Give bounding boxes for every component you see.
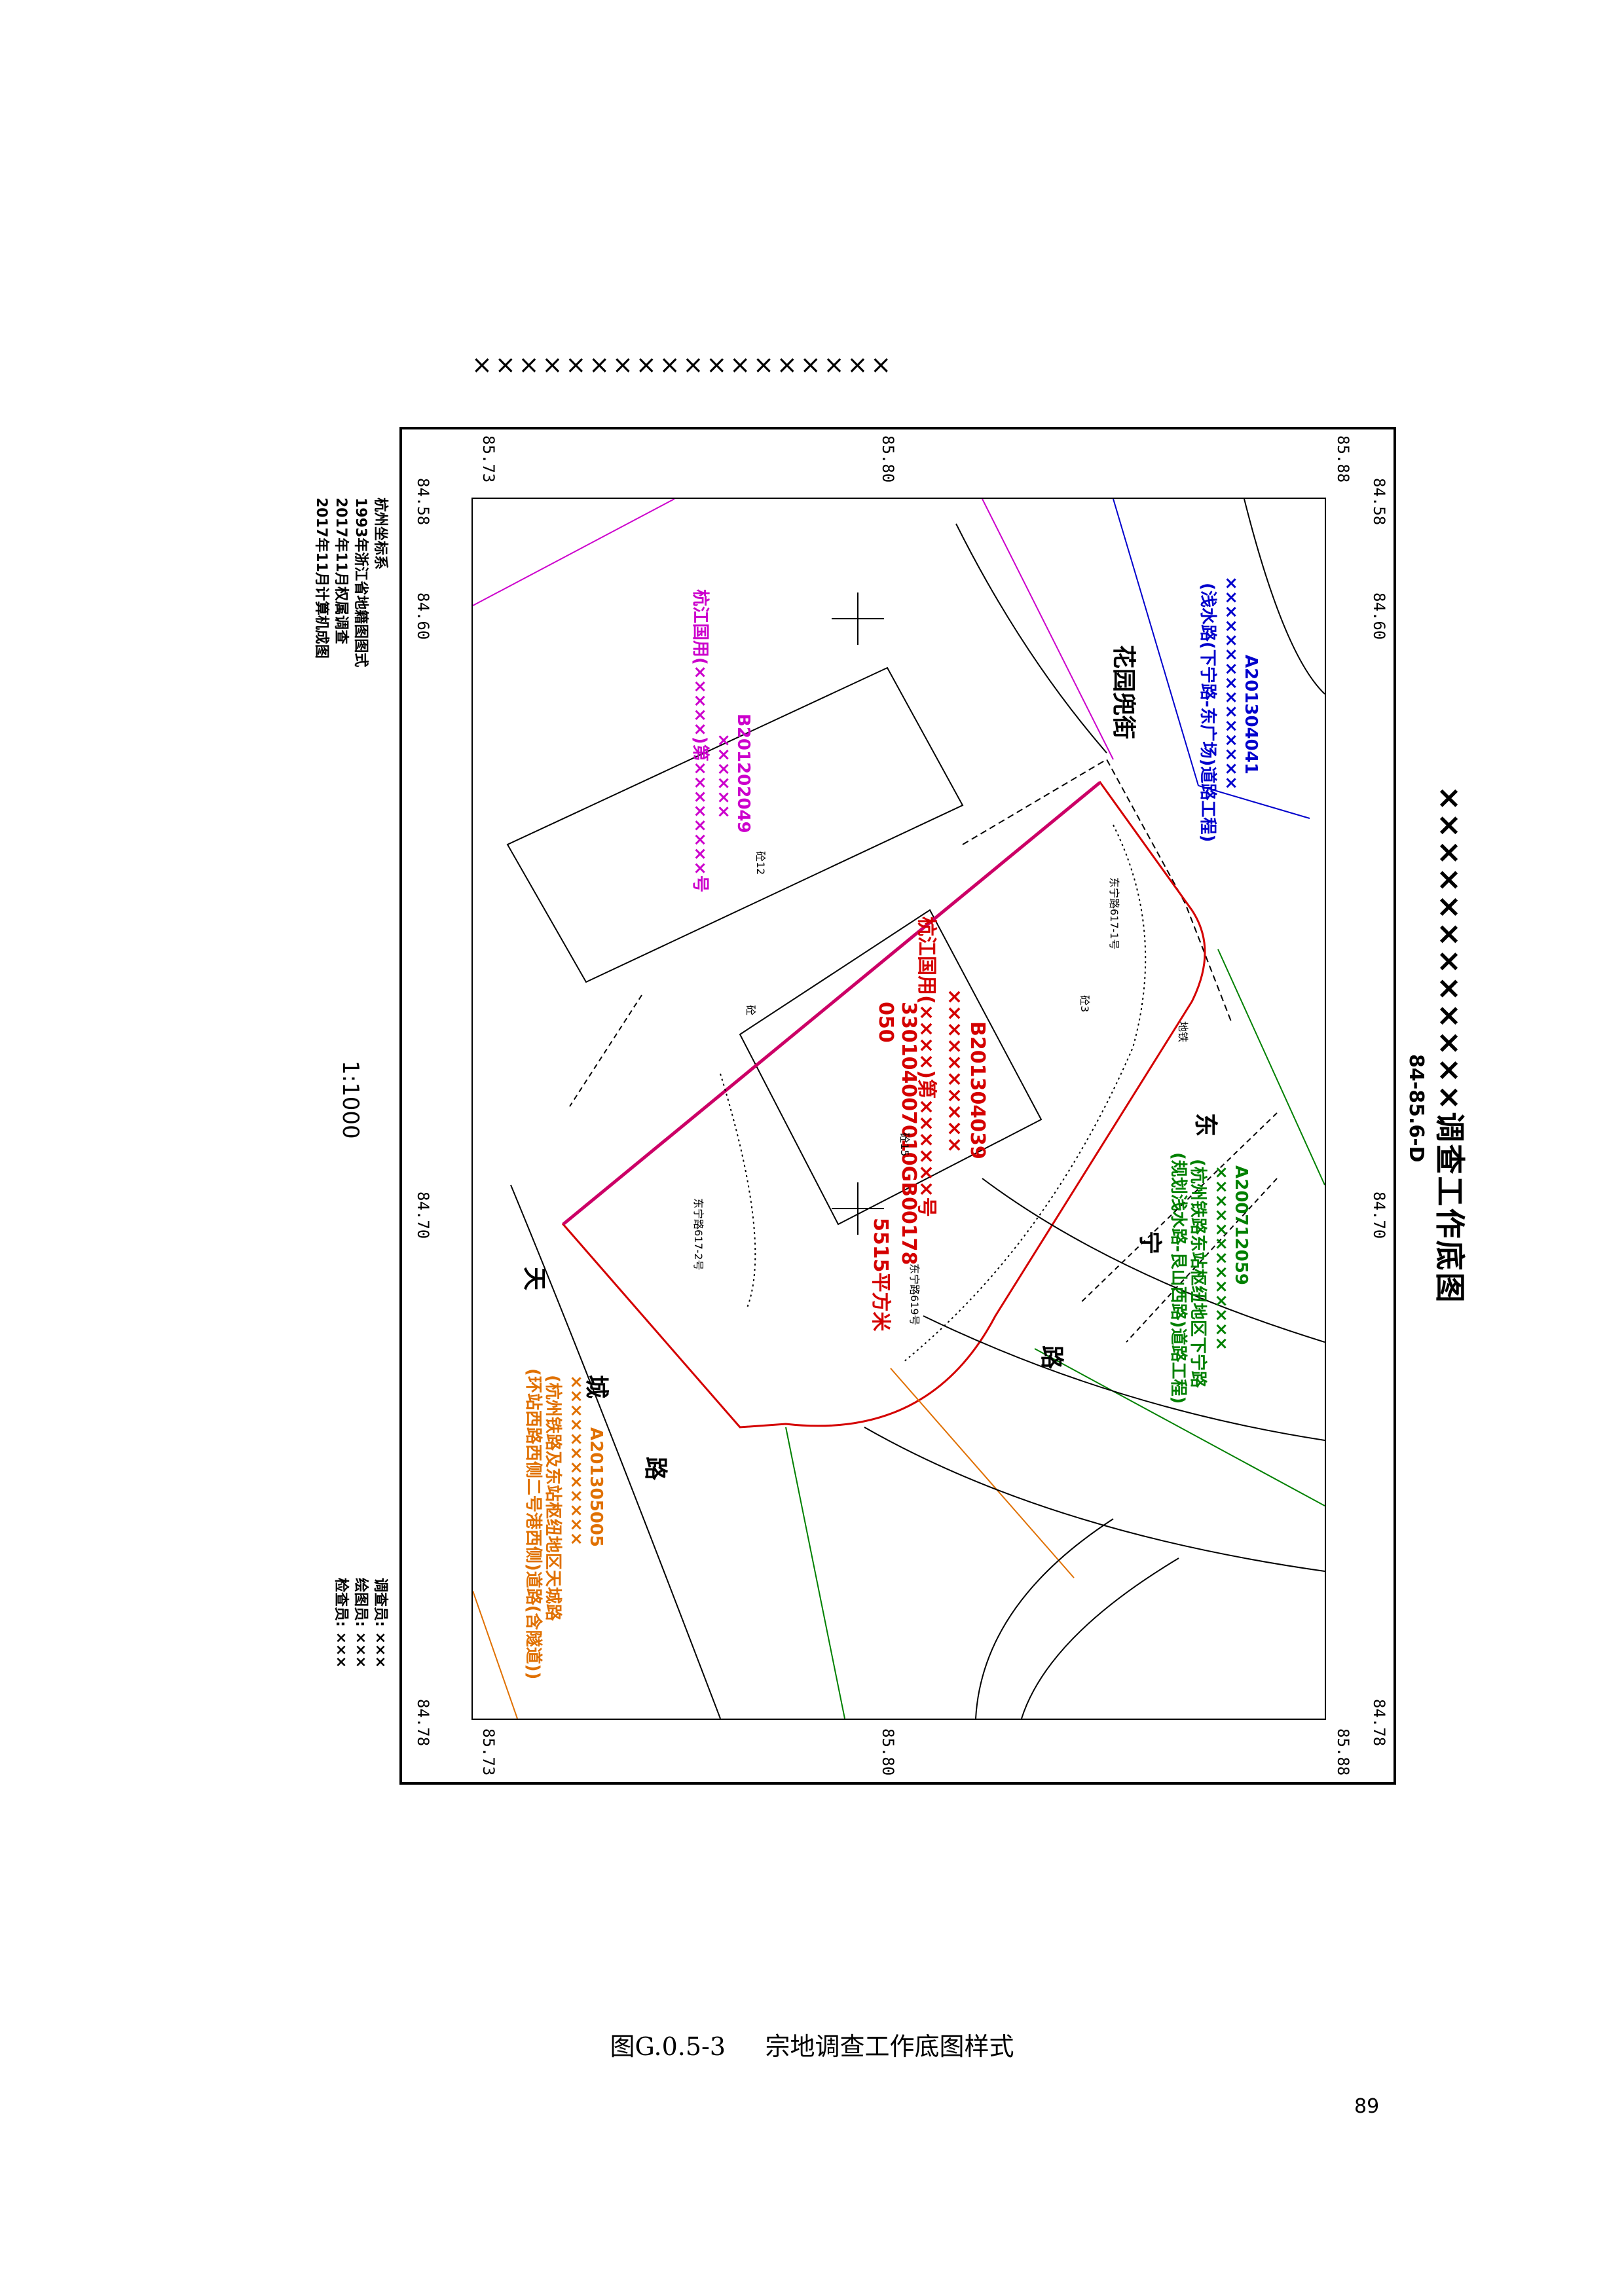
magenta-parcel-mask: ×××××× bbox=[714, 733, 733, 819]
page-number: 89 bbox=[1354, 2095, 1380, 2118]
coord-left-top: 84.58 bbox=[414, 478, 432, 526]
map-outer-frame bbox=[399, 427, 1396, 1785]
orange-parcel-mask: ×××××××××××× bbox=[566, 1375, 586, 1546]
building-12 bbox=[506, 666, 964, 983]
coord-right-60: 84.60 bbox=[1370, 592, 1388, 640]
coord-right-bottom: 84.78 bbox=[1370, 1699, 1388, 1747]
building-15 bbox=[739, 909, 1043, 1226]
coord-right-top: 84.58 bbox=[1370, 478, 1388, 526]
orange-parcel-desc2: (环站西路西侧二号港西侧)道路(含隧道)) bbox=[523, 1368, 543, 1680]
coord-bottom-right: 85.88 bbox=[1334, 1728, 1352, 1776]
main-parcel-no: B201304039 bbox=[966, 1021, 989, 1159]
map-scale: 1:1000 bbox=[337, 1061, 363, 1139]
figure-title: 宗地调查工作底图样式 bbox=[765, 2032, 1014, 2061]
map-inner-frame bbox=[471, 498, 1326, 1720]
street-ning: 宁 bbox=[1136, 1231, 1163, 1255]
sheet-number: 84-85.6-D bbox=[1405, 1054, 1428, 1163]
magenta-boundary-top bbox=[473, 499, 675, 606]
info-left-1: 1993年浙江省地籍图图式 bbox=[352, 498, 369, 668]
staff-row-2: 检查员: ××× bbox=[333, 1578, 349, 1668]
main-parcel-boundary bbox=[561, 780, 1206, 1429]
label-road2: 砼 bbox=[745, 1005, 757, 1016]
coord-bottom-mid: 85.80 bbox=[879, 1728, 897, 1776]
coord-bottom-left: 85.73 bbox=[479, 1728, 498, 1776]
label-addr2: 东宁路617-2号 bbox=[692, 1198, 705, 1271]
coord-left-60: 84.60 bbox=[414, 592, 432, 640]
magenta-boundary-right bbox=[982, 499, 1114, 760]
header-mask-text: ×××××××××××××××××× bbox=[471, 350, 895, 379]
figure-caption: 图G.0.5-3 宗地调查工作底图样式 bbox=[0, 2026, 1624, 2062]
label-addr3: 东宁路619号 bbox=[908, 1264, 921, 1326]
blue-parcel-mask: ××××××××××××××× bbox=[1221, 576, 1241, 790]
street-tian: 天 bbox=[521, 1267, 547, 1291]
blue-parcel-no: A201304041 bbox=[1241, 655, 1261, 774]
coord-right-70: 84.70 bbox=[1370, 1192, 1388, 1239]
label-bld15: 砼15 bbox=[898, 1133, 911, 1157]
label-road1: 地铁 bbox=[1177, 1021, 1189, 1043]
label-addr1: 东宁路617-1号 bbox=[1108, 877, 1120, 950]
main-parcel-north-edge bbox=[562, 781, 1101, 1226]
green-parcel-mask: ××××××××××××× bbox=[1211, 1165, 1231, 1351]
coord-top-left: 85.73 bbox=[479, 435, 498, 483]
staff-row-0: 调查员: ××× bbox=[372, 1578, 388, 1668]
staff-row-1: 绘图员: ××× bbox=[352, 1578, 369, 1668]
label-bld3: 砼3 bbox=[1079, 995, 1091, 1013]
info-left-3: 2017年11月计算机成图 bbox=[313, 498, 329, 659]
main-parcel-area: 5515平方米 bbox=[869, 1218, 892, 1332]
street-huayuandou: 花园兜街 bbox=[1110, 645, 1137, 740]
coord-left-70: 84.70 bbox=[414, 1192, 432, 1239]
blue-parcel-desc: (浅水路(下宁路-东广场)道路工程) bbox=[1198, 583, 1217, 843]
grid-crosses bbox=[832, 592, 884, 1235]
street-lu-2: 路 bbox=[642, 1457, 669, 1481]
main-parcel-code2: 050 bbox=[874, 1002, 897, 1043]
label-bld12: 砼12 bbox=[754, 851, 767, 875]
street-dong: 东 bbox=[1192, 1113, 1219, 1137]
road-dashed-1 bbox=[962, 758, 1232, 1022]
coord-left-bottom: 84.78 bbox=[414, 1699, 432, 1747]
coord-top-mid: 85.80 bbox=[879, 435, 897, 483]
figure-number: 图G.0.5-3 bbox=[610, 2032, 726, 2061]
green-parcel-desc2: (规划浅水路-艮山西路)道路工程) bbox=[1168, 1152, 1188, 1404]
coord-top-right: 85.88 bbox=[1334, 435, 1352, 483]
street-cheng: 城 bbox=[583, 1375, 610, 1399]
orange-parcel-no: A201305005 bbox=[586, 1427, 606, 1547]
main-parcel-mask: ×××××××××× bbox=[943, 989, 966, 1154]
magenta-parcel-cert: 杭江国用(×××××)第××××××××号 bbox=[690, 589, 710, 892]
green-parcel-no: A200712059 bbox=[1231, 1165, 1251, 1285]
info-left-0: 杭州坐标系 bbox=[372, 498, 388, 570]
map-title: ××××××××××××调查工作底图 bbox=[1432, 786, 1467, 1305]
info-left-2: 2017年11月权属调查 bbox=[333, 498, 349, 644]
street-lu-1: 路 bbox=[1038, 1345, 1065, 1370]
magenta-parcel-no: B201202049 bbox=[733, 714, 753, 833]
